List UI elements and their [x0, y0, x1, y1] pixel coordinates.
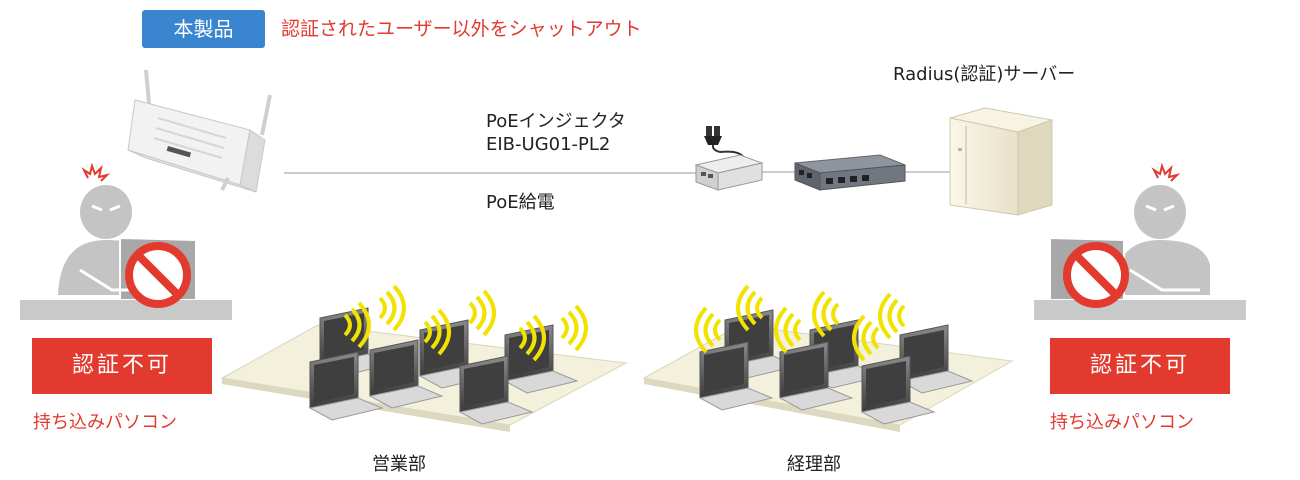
right-intruder-illustration	[1034, 162, 1246, 320]
left-intruder-illustration	[20, 162, 232, 320]
poe-injector-label: PoEインジェクタ	[486, 111, 626, 132]
headline: 認証されたユーザー以外をシャットアウト	[281, 18, 642, 40]
sales-desk-illustration	[220, 284, 628, 432]
poe-injector-illustration	[694, 126, 764, 191]
accounting-dept-label: 経理部	[787, 454, 841, 475]
sales-dept-label: 営業部	[372, 454, 426, 475]
right-byod-caption: 持ち込みパソコン	[1050, 412, 1194, 433]
radius-server-label: Radius(認証)サーバー	[893, 64, 1076, 85]
right-auth-denied-badge: 認証不可	[1050, 338, 1230, 394]
poe-injector-model: EIB-UG01-PL2	[486, 134, 611, 155]
left-byod-caption: 持ち込みパソコン	[33, 412, 177, 433]
product-badge: 本製品	[142, 10, 265, 48]
accounting-desk-illustration	[642, 284, 1014, 432]
radius-server-illustration	[949, 107, 1054, 216]
access-point-illustration	[127, 69, 272, 193]
network-switch-illustration	[794, 154, 906, 191]
left-auth-denied-badge: 認証不可	[32, 338, 212, 394]
poe-supply-label: PoE給電	[486, 192, 555, 213]
